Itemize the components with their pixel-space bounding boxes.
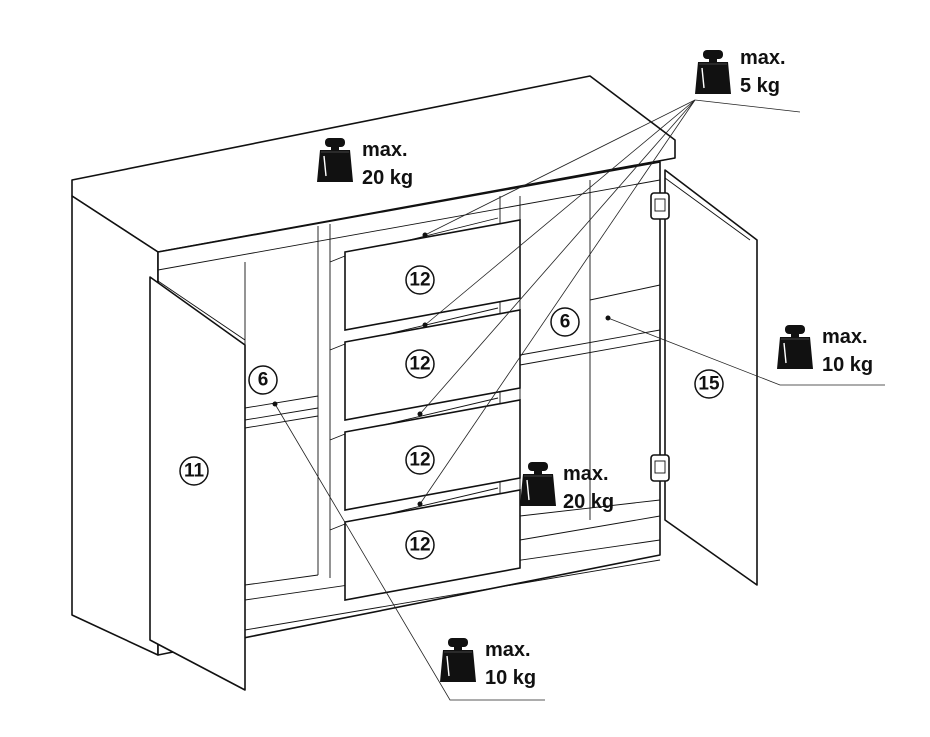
- callout-right-door: 15: [694, 369, 724, 399]
- weight-label-drawers: max. 5 kg: [694, 47, 786, 97]
- svg-text:12: 12: [409, 354, 430, 375]
- svg-text:max.: max.: [563, 463, 609, 485]
- svg-text:12: 12: [409, 535, 430, 556]
- leader-lines: [272, 99, 885, 701]
- svg-text:max.: max.: [362, 139, 408, 161]
- callout-right-shelf: 6: [550, 307, 580, 337]
- callout-left-shelf: 6: [248, 365, 278, 395]
- svg-text:12: 12: [409, 450, 430, 471]
- weight-label-left-shelf: max. 10 kg: [439, 637, 536, 689]
- callout-drawer-3: 12: [405, 445, 435, 475]
- svg-text:11: 11: [184, 461, 205, 482]
- svg-text:max.: max.: [485, 639, 531, 661]
- svg-text:20 kg: 20 kg: [563, 491, 614, 513]
- svg-text:15: 15: [698, 374, 720, 395]
- weight-label-bottom: max. 20 kg: [519, 461, 614, 513]
- svg-text:12: 12: [409, 270, 430, 291]
- svg-text:max.: max.: [822, 326, 868, 348]
- callout-drawer-1: 12: [405, 265, 435, 295]
- weight-label-top: max. 20 kg: [316, 137, 413, 189]
- svg-text:20 kg: 20 kg: [362, 167, 413, 189]
- weight-icon: [776, 324, 814, 370]
- callout-drawer-4: 12: [405, 530, 435, 560]
- svg-text:max.: max.: [740, 47, 786, 69]
- callout-left-door: 11: [179, 456, 209, 486]
- svg-text:5 kg: 5 kg: [740, 75, 780, 97]
- svg-text:10 kg: 10 kg: [822, 354, 873, 376]
- weight-icon: [694, 49, 732, 95]
- weight-icon: [439, 637, 477, 683]
- svg-text:10 kg: 10 kg: [485, 667, 536, 689]
- callout-drawer-2: 12: [405, 349, 435, 379]
- svg-text:6: 6: [258, 370, 269, 391]
- weight-label-right-shelf: max. 10 kg: [776, 324, 873, 376]
- svg-text:6: 6: [560, 312, 571, 333]
